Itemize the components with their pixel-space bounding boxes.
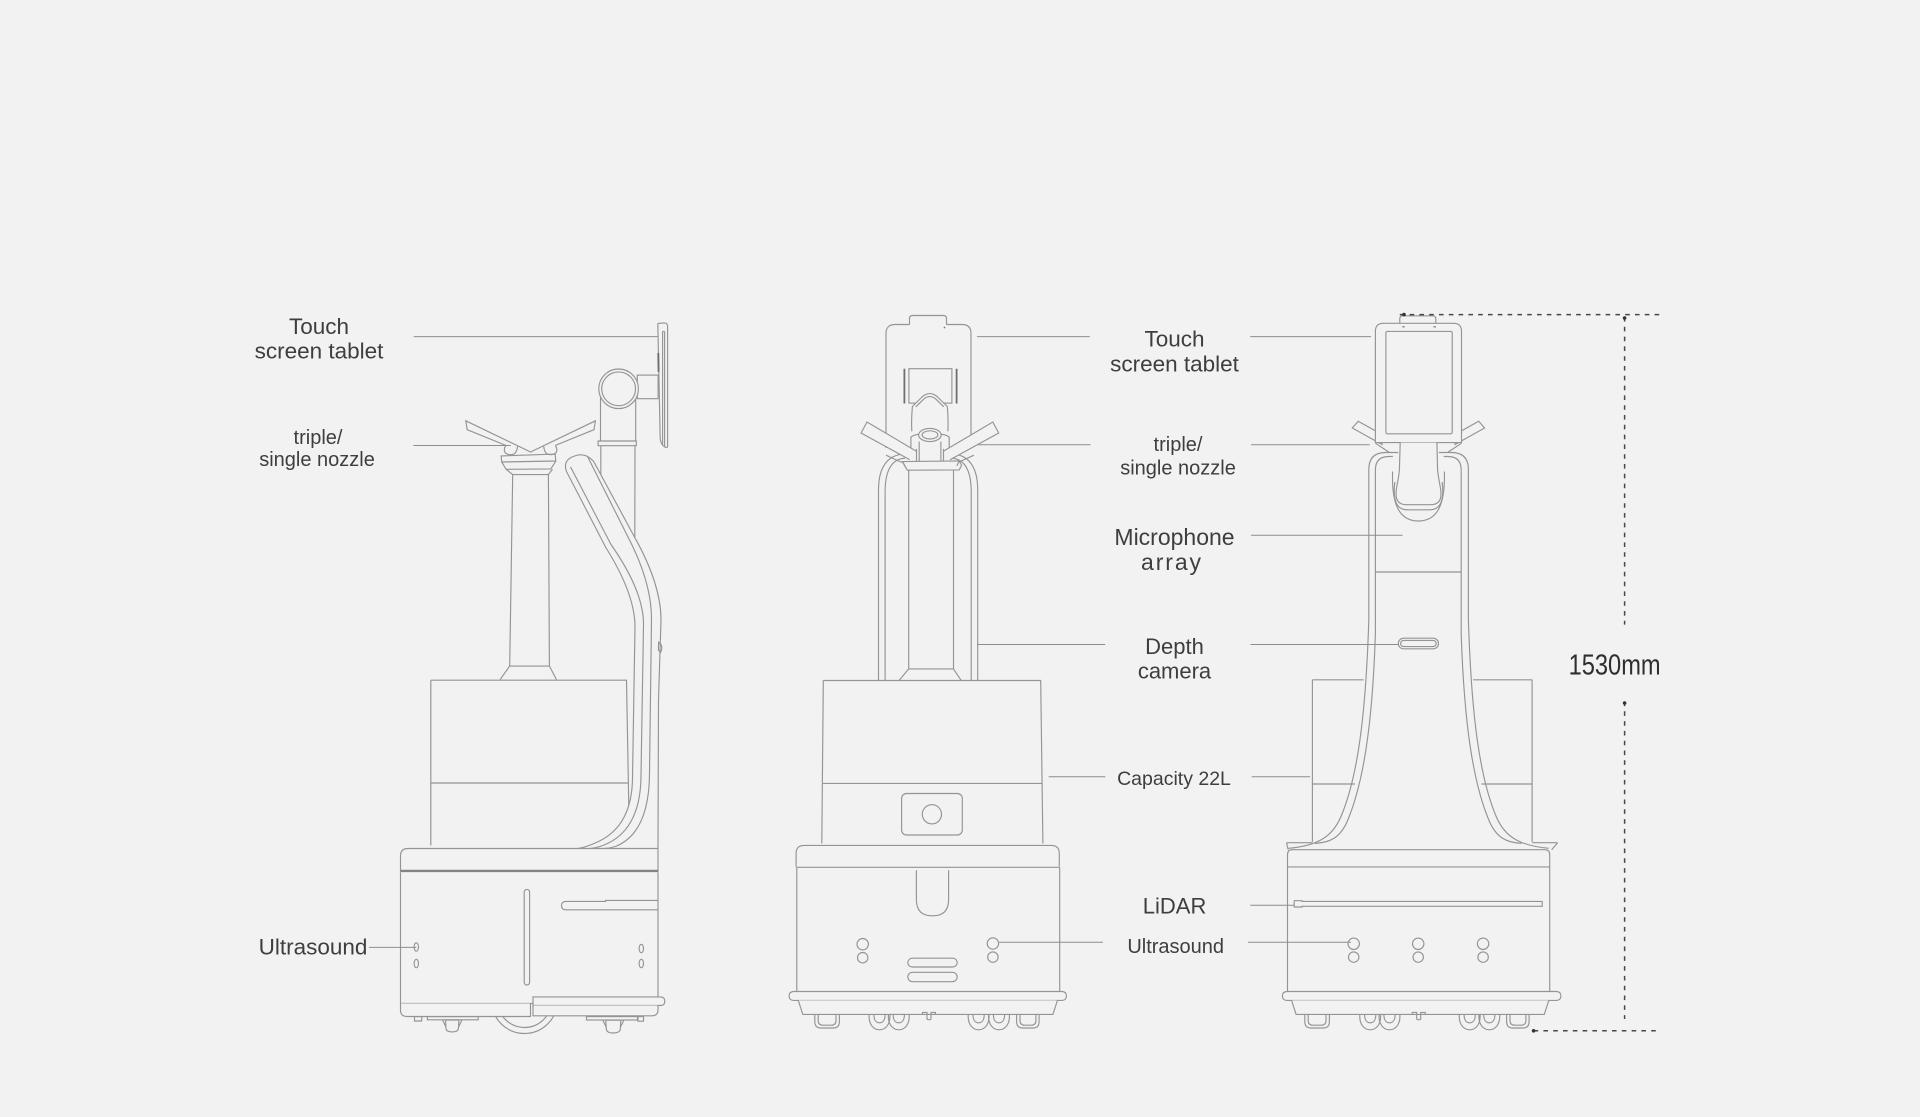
svg-text:camera: camera [1138, 658, 1212, 683]
svg-text:Touch: Touch [289, 314, 349, 339]
svg-text:Touch: Touch [1144, 327, 1204, 352]
svg-text:Capacity 22L: Capacity 22L [1117, 768, 1231, 790]
svg-text:array: array [1141, 549, 1202, 575]
svg-text:Microphone: Microphone [1114, 524, 1234, 550]
svg-text:triple/: triple/ [294, 427, 343, 449]
svg-text:LiDAR: LiDAR [1143, 893, 1207, 918]
svg-text:Ultrasound: Ultrasound [1127, 936, 1224, 958]
svg-text:single nozzle: single nozzle [1120, 458, 1236, 480]
svg-text:triple/: triple/ [1154, 434, 1203, 456]
svg-text:Ultrasound: Ultrasound [259, 935, 368, 960]
svg-text:screen tablet: screen tablet [255, 338, 385, 363]
svg-text:screen tablet: screen tablet [1110, 351, 1240, 376]
svg-text:Depth: Depth [1145, 634, 1204, 659]
svg-text:single nozzle: single nozzle [259, 449, 375, 471]
svg-text:1530mm: 1530mm [1569, 650, 1661, 682]
